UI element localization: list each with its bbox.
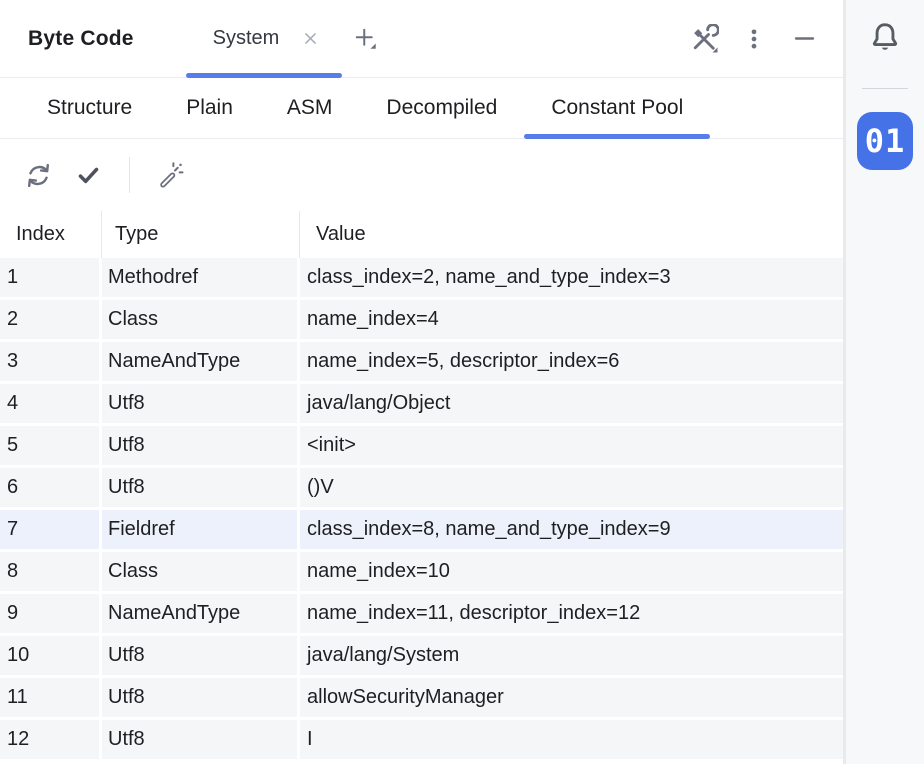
stripe-divider — [862, 88, 908, 89]
toolbar-separator — [129, 157, 130, 193]
cell-type: Class — [102, 552, 300, 591]
cell-index: 11 — [0, 678, 102, 717]
view-tab-bar: Structure Plain ASM Decompiled Constant Pool — [0, 78, 843, 139]
cell-type: Methodref — [102, 258, 300, 297]
editor-tab-system[interactable]: System — [185, 0, 343, 78]
add-tab-button[interactable] — [348, 22, 382, 56]
bell-icon[interactable] — [864, 17, 906, 59]
refresh-icon[interactable] — [21, 158, 55, 192]
cell-index: 2 — [0, 300, 102, 339]
view-tab-label: ASM — [286, 96, 333, 119]
cell-value: name_index=10 — [307, 560, 450, 582]
bytecode-stripe-badge[interactable]: 01 — [857, 112, 913, 170]
cell-value: ()V — [307, 476, 334, 498]
view-tab-label: Decompiled — [386, 96, 498, 119]
cell-type: Utf8 — [102, 720, 300, 759]
cell-index: 9 — [0, 594, 102, 633]
cell-value: name_index=4 — [307, 308, 439, 330]
view-tab-label: Plain — [186, 96, 233, 119]
cell-value: name_index=5, descriptor_index=6 — [307, 350, 620, 372]
column-header-value[interactable]: Value — [316, 223, 366, 245]
validate-icon[interactable] — [71, 158, 105, 192]
editor-tab-label: System — [212, 27, 280, 49]
cell-type: Utf8 — [102, 426, 300, 465]
toolbar — [0, 139, 843, 211]
tool-window-title: Byte Code — [28, 26, 134, 50]
build-icon[interactable] — [687, 22, 721, 56]
tool-window-header: Byte Code System — [0, 0, 843, 78]
kebab-menu-icon[interactable] — [737, 22, 771, 56]
view-tab-decompiled[interactable]: Decompiled — [359, 78, 524, 138]
cell-index: 5 — [0, 426, 102, 465]
tool-window-stripe: 01 — [846, 0, 924, 764]
cell-type: NameAndType — [102, 594, 300, 633]
cell-index: 1 — [0, 258, 102, 297]
cell-type: Class — [102, 300, 300, 339]
column-header-type[interactable]: Type — [102, 211, 300, 258]
minimize-icon[interactable] — [787, 22, 821, 56]
cell-index: 10 — [0, 636, 102, 675]
active-tab-indicator — [185, 73, 343, 78]
cell-value: I — [307, 728, 313, 750]
cell-index: 12 — [0, 720, 102, 759]
magic-wand-icon[interactable] — [154, 158, 188, 192]
cell-value: java/lang/System — [307, 644, 460, 666]
cell-value: class_index=2, name_and_type_index=3 — [307, 266, 671, 288]
cell-index: 7 — [0, 510, 102, 549]
view-tab-constant-pool[interactable]: Constant Pool — [524, 78, 711, 139]
cell-type: Utf8 — [102, 468, 300, 507]
cell-value: class_index=8, name_and_type_index=9 — [307, 518, 671, 540]
cell-index: 4 — [0, 384, 102, 423]
cell-index: 3 — [0, 342, 102, 381]
cell-value: name_index=11, descriptor_index=12 — [307, 602, 641, 624]
active-tab-indicator — [524, 134, 711, 139]
cell-type: Utf8 — [102, 384, 300, 423]
column-header-index[interactable]: Index — [0, 211, 102, 258]
tool-window-content: Byte Code System — [0, 0, 846, 764]
cell-type: Fieldref — [102, 510, 300, 549]
cell-type: NameAndType — [102, 342, 300, 381]
view-tab-structure[interactable]: Structure — [20, 78, 159, 138]
cell-value: java/lang/Object — [307, 392, 451, 414]
cell-index: 8 — [0, 552, 102, 591]
cell-index: 6 — [0, 468, 102, 507]
close-icon[interactable] — [300, 29, 320, 49]
view-tab-label: Structure — [47, 96, 133, 119]
header-actions — [687, 22, 821, 56]
cell-type: Utf8 — [102, 636, 300, 675]
cell-type: Utf8 — [102, 678, 300, 717]
view-tab-label: Constant Pool — [551, 96, 684, 119]
badge-label: 01 — [864, 122, 906, 160]
cell-value: allowSecurityManager — [307, 686, 504, 708]
view-tab-plain[interactable]: Plain — [159, 78, 260, 138]
cell-value: <init> — [307, 434, 356, 456]
view-tab-asm[interactable]: ASM — [260, 78, 360, 138]
